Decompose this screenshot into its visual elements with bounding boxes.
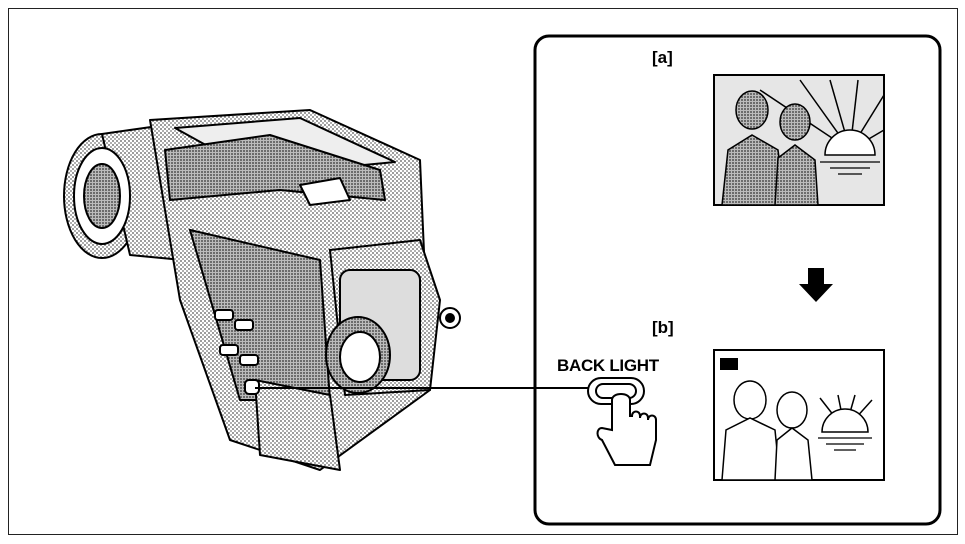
back-light-label: BACK LIGHT [557,356,659,376]
picture-b [714,350,884,480]
camcorder-illustration [64,110,460,470]
picture-b-label: [b] [652,318,674,338]
back-light-button-illustration [588,378,656,465]
picture-a-label: [a] [652,48,673,68]
picture-a [714,75,884,205]
down-arrow-icon [799,268,833,302]
backlight-indicator-icon [720,358,738,370]
